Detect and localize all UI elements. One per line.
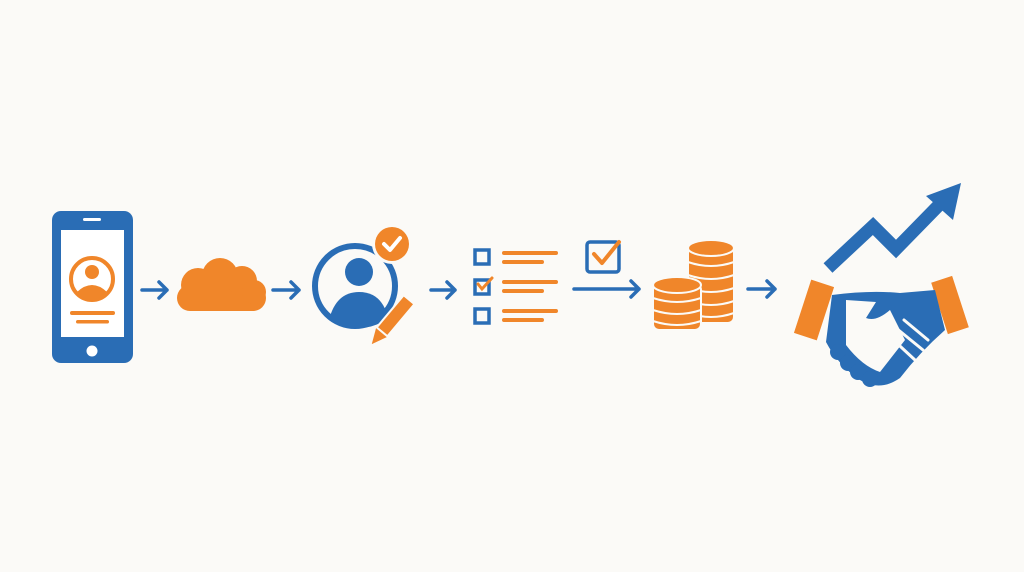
handshake-growth-icon [793,183,969,387]
trend-up-arrow-icon [823,183,961,273]
arrow-icon [429,280,457,300]
handshake-icon [793,275,969,387]
arrow-icon [746,279,777,299]
pencil-icon [371,293,416,345]
coin-stacks-icon [652,239,735,331]
user-verify-edit-icon [312,224,416,345]
cloud-icon [177,258,266,311]
mobile-profile-icon [52,211,133,363]
approval-checkbox-icon [585,240,621,274]
arrow-icon [140,280,169,300]
checklist-icon [473,248,558,325]
arrow-icon [271,280,301,300]
check-badge-icon [375,227,409,261]
arrow-icon [572,279,641,299]
